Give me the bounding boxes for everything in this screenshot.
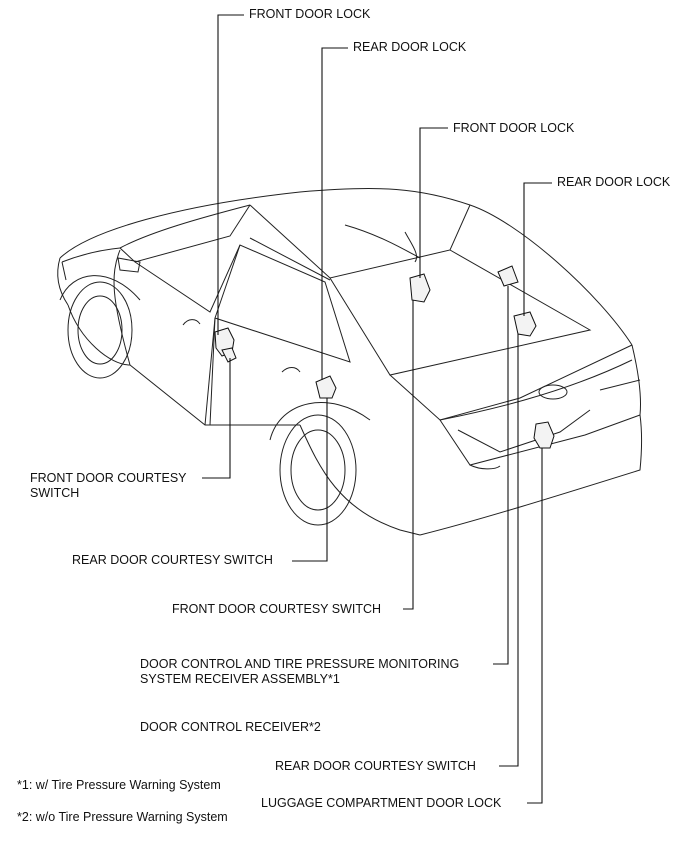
leader-rear-door-courtesy-left [292,398,328,562]
luggage-door-lock-part [533,421,555,449]
label-front-door-lock-left: FRONT DOOR LOCK [249,7,371,21]
footnote-1: *1: w/ Tire Pressure Warning System [17,778,221,792]
label-rear-door-lock-right: REAR DOOR LOCK [557,175,671,189]
tpms-receiver-part [497,265,519,287]
label-rear-door-courtesy-switch-left: REAR DOOR COURTESY SWITCH [72,553,273,567]
label-front-door-lock-right: FRONT DOOR LOCK [453,121,575,135]
label-door-control-tpms-receiver: DOOR CONTROL AND TIRE PRESSURE MONITORIN… [140,657,460,686]
footnote-2: *2: w/o Tire Pressure Warning System [17,810,228,824]
label-door-control-receiver: DOOR CONTROL RECEIVER*2 [140,720,321,734]
rear-door-lock-part-right [513,311,537,337]
front-door-lock-part-right [409,273,431,303]
label-rear-door-lock-left: REAR DOOR LOCK [353,40,467,54]
label-front-door-courtesy-switch-right: FRONT DOOR COURTESY SWITCH [172,602,382,616]
rear-door-lock-part-left [315,375,337,399]
leader-luggage-door-lock [527,448,543,804]
leader-rear-door-lock-right [523,182,552,316]
label-front-door-courtesy-switch-left: FRONT DOOR COURTESY SWITCH [30,471,187,500]
leader-front-door-courtesy-left [202,358,231,479]
label-luggage-compartment-door-lock: LUGGAGE COMPARTMENT DOOR LOCK [261,796,502,810]
car-outline [57,188,642,536]
leader-front-door-courtesy-right [403,300,414,610]
front-door-lock-part-left [214,327,237,363]
leader-front-door-lock-left [217,14,244,335]
leader-rear-door-lock-left [321,47,348,380]
leader-rear-door-courtesy-right [499,334,519,767]
leader-tpms-receiver [493,286,509,665]
label-rear-door-courtesy-switch-right: REAR DOOR COURTESY SWITCH [275,759,476,773]
leader-front-door-lock-right [419,127,448,278]
